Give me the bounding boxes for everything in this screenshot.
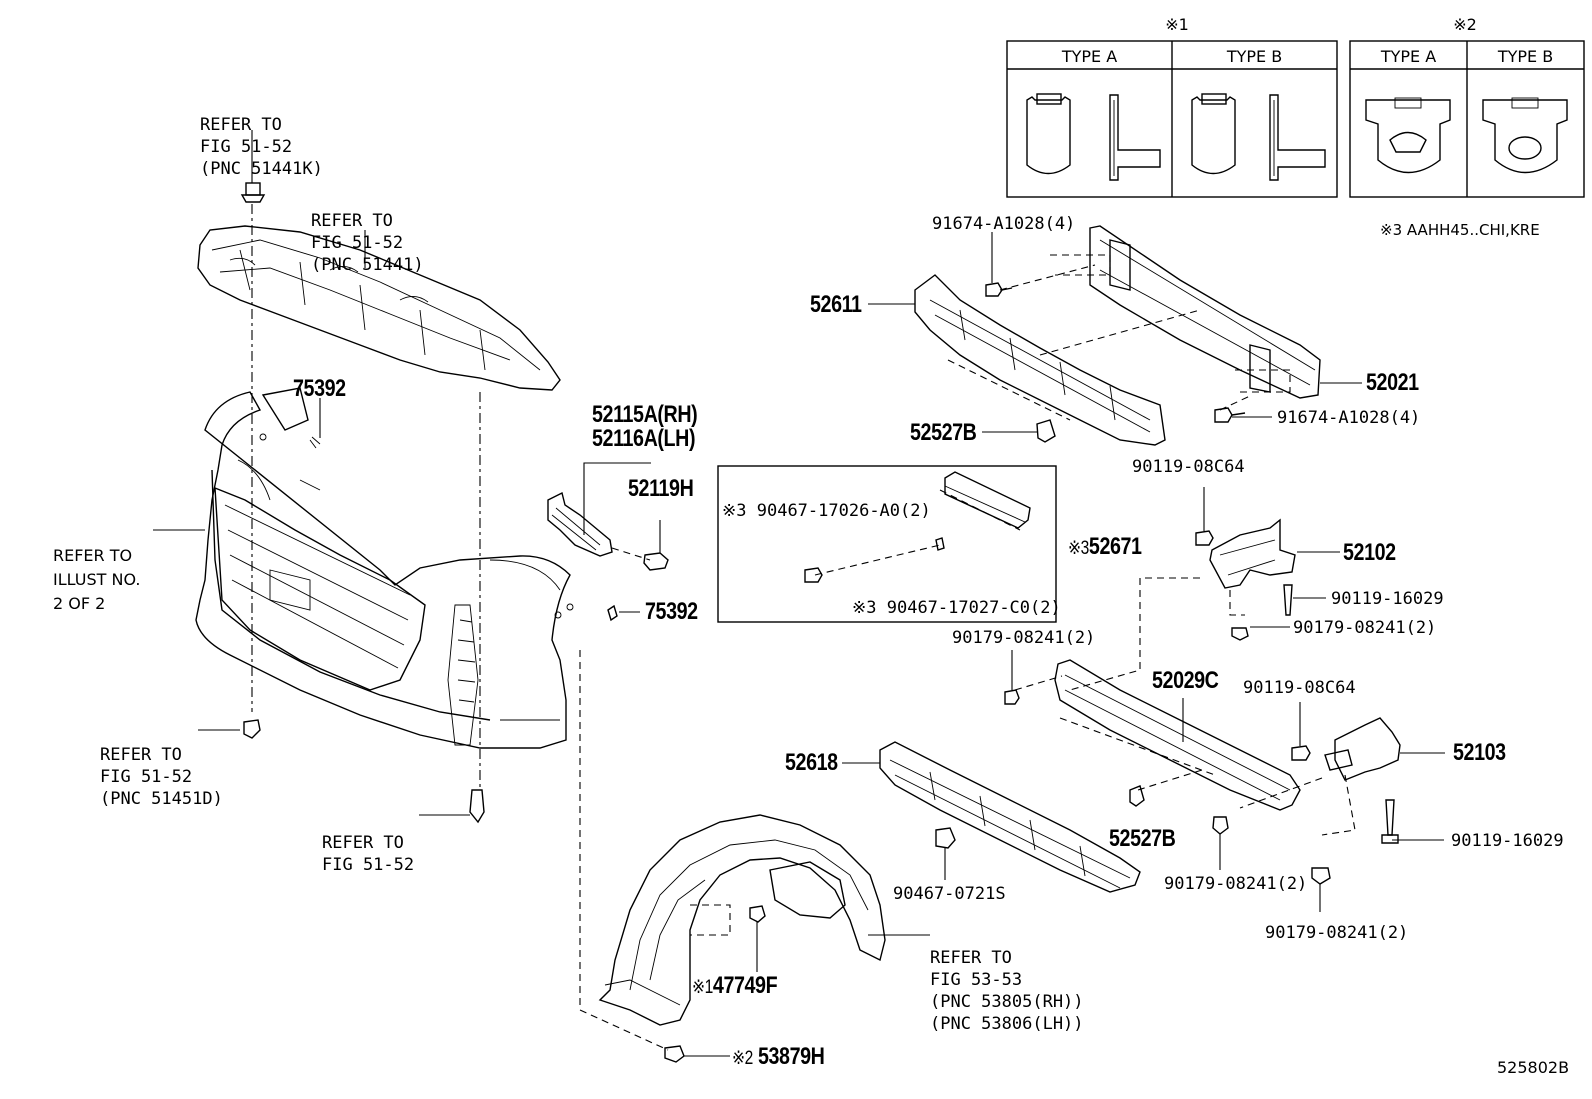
leader-lines xyxy=(153,130,1445,1057)
part-label-90119-16029-a: 90119-16029 xyxy=(1331,589,1444,609)
bracket-52102-part xyxy=(1069,487,1296,691)
legend-mark-1: ※1 xyxy=(1165,15,1189,34)
bracket-52115a-part xyxy=(547,491,651,561)
bumper-cover-part xyxy=(195,391,574,749)
part-label-52116a: 52116A(LH) xyxy=(592,425,696,452)
part-label-52021: 52021 xyxy=(1366,369,1419,396)
part-label-52103: 52103 xyxy=(1453,739,1506,766)
part-label-90119-08c64-b: 90119-08C64 xyxy=(1243,678,1356,698)
part-label-90179-b: 90179-08241(2) xyxy=(952,628,1096,648)
part-label-90467-c: ※3 90467-17027-C0(2) xyxy=(852,598,1061,618)
figure-id: 525802B xyxy=(1497,1058,1570,1077)
bolt-91674-top xyxy=(985,232,1013,297)
clip-top xyxy=(240,182,266,203)
part-label-90119-08c64-a: 90119-08C64 xyxy=(1132,457,1245,477)
part-label-52119h: 52119H xyxy=(628,475,694,502)
part-label-52527b-bottom: 52527B xyxy=(1109,825,1176,852)
part-label-52029c: 52029C xyxy=(1152,667,1219,694)
part-label-52115a: 52115A(RH) xyxy=(592,401,698,428)
part-label-75392-upper: 75392 xyxy=(293,375,346,402)
part-label-52611: 52611 xyxy=(810,291,862,318)
bracket-52103-part xyxy=(1212,702,1401,912)
part-label-47749f: ※147749F xyxy=(692,972,778,999)
part-label-52102: 52102 xyxy=(1343,539,1396,566)
reinforcement-52029c-part xyxy=(1004,650,1301,811)
legend-note-3: ※3 AAHH45..CHI,KRE xyxy=(1380,221,1540,239)
part-label-90179-d: 90179-08241(2) xyxy=(1265,923,1409,943)
part-label-53879h: ※2 53879H xyxy=(732,1043,825,1070)
legend-2-header-a: TYPE A xyxy=(1380,47,1437,66)
legend-table-2 xyxy=(1349,40,1585,198)
part-label-91674-bottom: 91674-A1028(4) xyxy=(1277,408,1421,428)
legend-1-header-b: TYPE B xyxy=(1226,47,1283,66)
inset-box-52671 xyxy=(717,465,1057,623)
part-label-52671: ※352671 xyxy=(1068,533,1142,560)
clip-52527b-top xyxy=(1036,419,1056,443)
clip-75392-upper xyxy=(261,387,321,449)
absorber-52618-part xyxy=(879,741,1141,893)
bolt-91674-bottom xyxy=(1214,407,1246,423)
part-label-90119-16029-b: 90119-16029 xyxy=(1451,831,1564,851)
part-label-90467-a: ※3 90467-17026-A0(2) xyxy=(722,501,931,521)
part-label-75392-side: 75392 xyxy=(645,598,698,625)
part-label-52618: 52618 xyxy=(785,749,838,776)
fender-liner-part xyxy=(579,650,886,1063)
legend-2-header-b: TYPE B xyxy=(1497,47,1554,66)
clip-75392-side xyxy=(607,604,618,622)
part-label-91674-top: 91674-A1028(4) xyxy=(932,214,1076,234)
reinforcement-52021-part xyxy=(999,225,1321,411)
legend-mark-2: ※2 xyxy=(1453,15,1477,34)
part-label-90179-a: 90179-08241(2) xyxy=(1293,618,1437,638)
upper-cover-part xyxy=(197,225,561,391)
part-label-90467-0721s: 90467-0721S xyxy=(893,884,1006,904)
legend-table-1 xyxy=(1006,40,1338,198)
part-label-52527b-top: 52527B xyxy=(910,419,977,446)
screw-52119h xyxy=(643,520,669,571)
absorber-52611-part xyxy=(914,274,1166,446)
part-label-90179-c: 90179-08241(2) xyxy=(1164,874,1308,894)
legend-1-header-a: TYPE A xyxy=(1061,47,1118,66)
